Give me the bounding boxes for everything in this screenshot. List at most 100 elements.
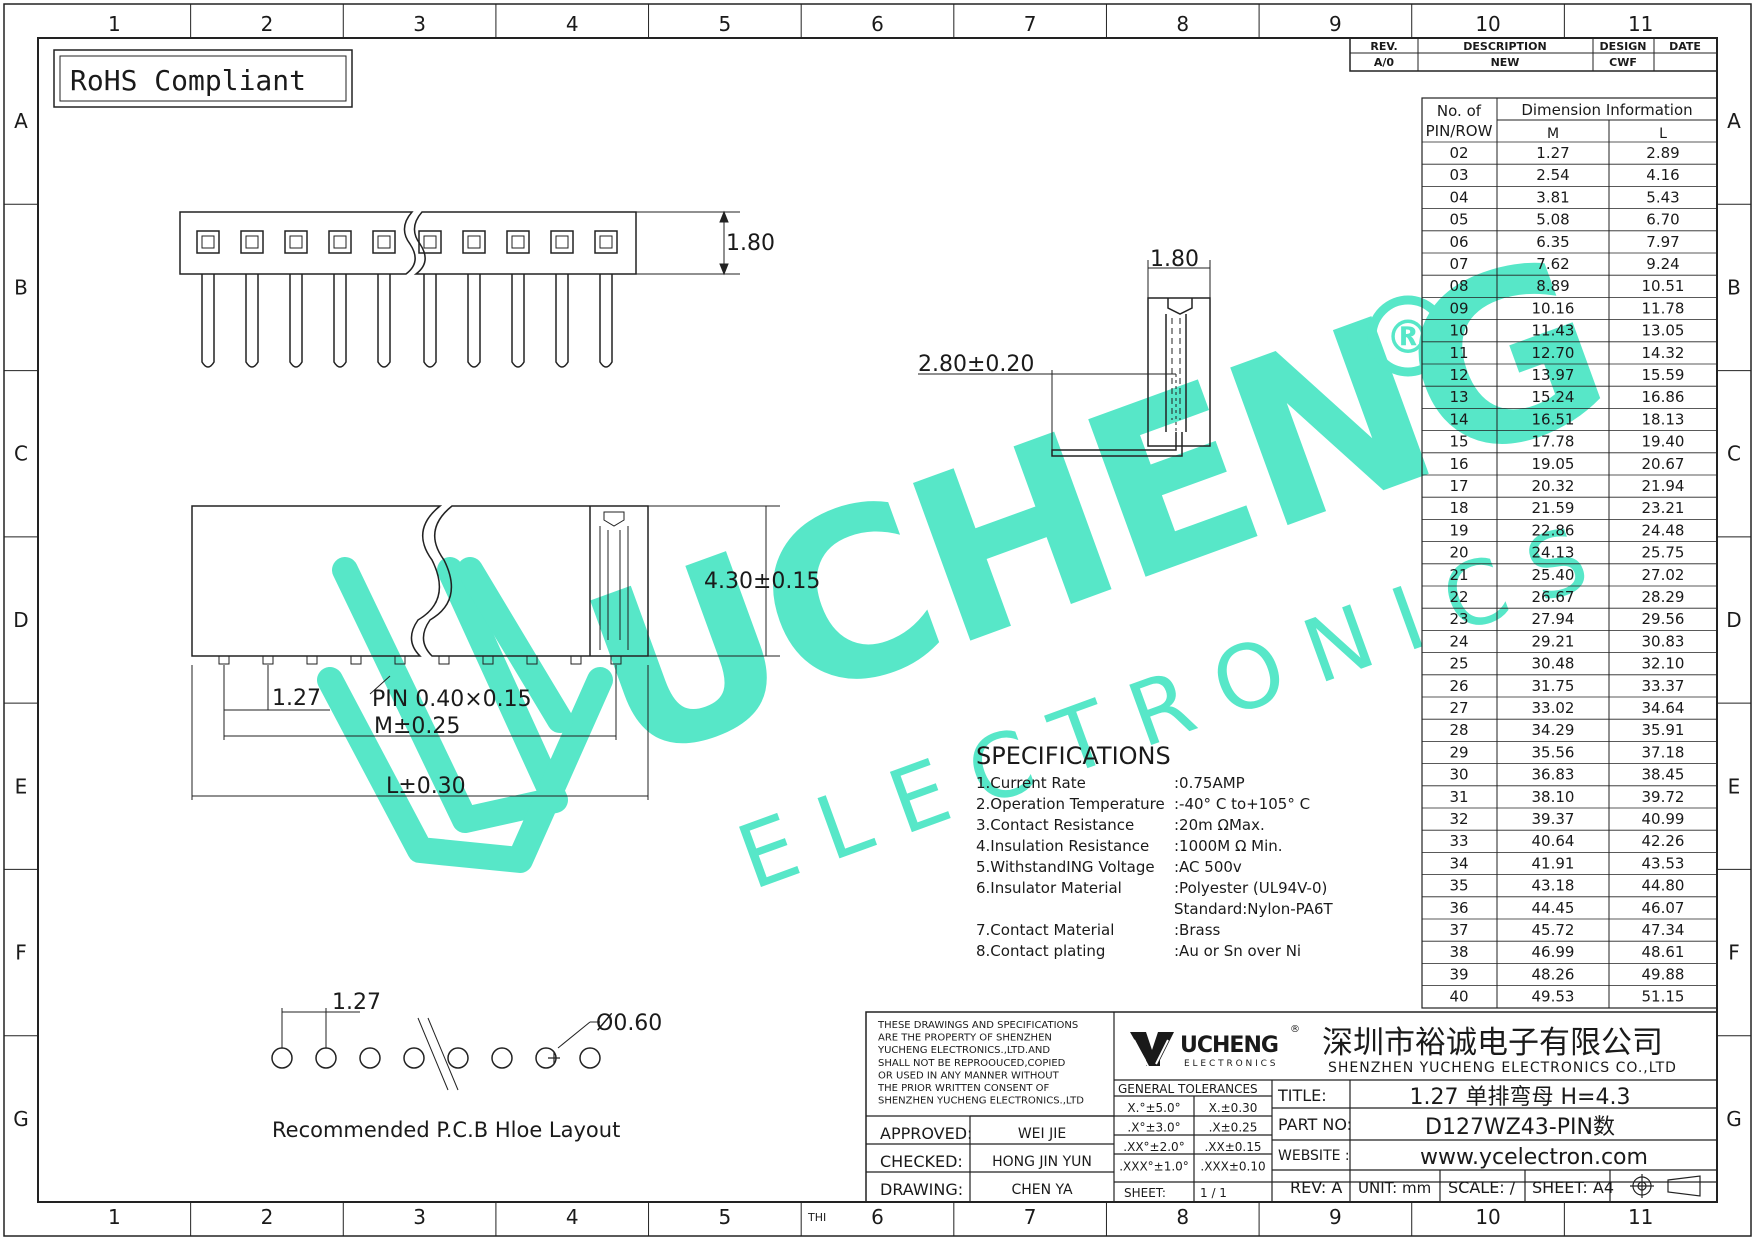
- table-cell-m: 12.70: [1532, 344, 1575, 362]
- watermark-emblem: [317, 557, 613, 873]
- table-cell-m: 8.89: [1536, 277, 1569, 295]
- part-value: D127WZ43-PIN数: [1425, 1115, 1615, 1140]
- col-label-top: 9: [1329, 12, 1342, 36]
- spec-label: 7.Contact Material: [976, 921, 1114, 939]
- col-label-top: 8: [1176, 12, 1189, 36]
- table-cell-pins: 26: [1449, 677, 1468, 695]
- table-cell-l: 6.70: [1646, 211, 1679, 229]
- table-cell-m: 27.94: [1532, 610, 1575, 628]
- col-label-top: 1: [108, 12, 121, 36]
- table-cell-pins: 16: [1449, 455, 1468, 473]
- table-cell-pins: 38: [1449, 943, 1468, 961]
- table-cell-l: 14.32: [1642, 344, 1685, 362]
- table-cell-pins: 03: [1449, 166, 1468, 184]
- table-cell-m: 45.72: [1532, 921, 1575, 939]
- top-height-dimension: [636, 210, 740, 276]
- table-header-m: M: [1547, 126, 1559, 142]
- pcb-caption: Recommended P.C.B Hloe Layout: [272, 1118, 620, 1142]
- table-cell-pins: 19: [1449, 521, 1468, 539]
- tolerance-linear: .X±0.25: [1209, 1121, 1258, 1135]
- table-cell-pins: 10: [1449, 322, 1468, 340]
- table-cell-m: 46.99: [1532, 943, 1575, 961]
- title-label: TITLE:: [1277, 1086, 1327, 1105]
- company-name-en: SHENZHEN YUCHENG ELECTRONICS CO.,LTD: [1328, 1060, 1677, 1076]
- table-cell-m: 5.08: [1536, 211, 1569, 229]
- table-cell-l: 7.97: [1646, 233, 1679, 251]
- table-cell-m: 7.62: [1536, 255, 1569, 273]
- table-cell-l: 46.07: [1642, 899, 1685, 917]
- table-cell-m: 40.64: [1532, 832, 1575, 850]
- date-header: DATE: [1669, 40, 1701, 53]
- spec-label: 8.Contact plating: [976, 942, 1105, 960]
- table-cell-l: 34.64: [1642, 699, 1685, 717]
- col-label-bottom: 7: [1024, 1205, 1037, 1229]
- scale-label: SCALE: /: [1448, 1178, 1516, 1197]
- table-cell-l: 35.91: [1642, 721, 1685, 739]
- table-cell-m: 1.27: [1536, 144, 1569, 162]
- website-value: www.ycelectron.com: [1420, 1145, 1648, 1170]
- pin-size-label: PIN 0.40×0.15: [372, 687, 532, 712]
- table-cell-l: 29.56: [1642, 610, 1685, 628]
- col-label-bottom: 6: [871, 1205, 884, 1229]
- table-cell-pins: 40: [1449, 988, 1468, 1006]
- spec-label: 6.Insulator Material: [976, 879, 1122, 897]
- table-cell-m: 2.54: [1536, 166, 1569, 184]
- table-cell-l: 27.02: [1642, 566, 1685, 584]
- top-view: [179, 211, 637, 368]
- spec-label: 4.Insulation Resistance: [976, 837, 1149, 855]
- tolerances-title: GENERAL TOLERANCES: [1118, 1082, 1258, 1096]
- row-label-right: A: [1727, 109, 1741, 133]
- col-label-bottom: 10: [1475, 1205, 1500, 1229]
- sheet-size-label: SHEET: A4: [1532, 1178, 1614, 1197]
- notice-line: THESE DRAWINGS AND SPECIFICATIONS: [877, 1020, 1078, 1031]
- specifications: SPECIFICATIONS 1.Current Rate:0.75AMP2.O…: [976, 742, 1334, 960]
- table-cell-pins: 23: [1449, 610, 1468, 628]
- table-cell-pins: 30: [1449, 766, 1468, 784]
- col-label-top: 6: [871, 12, 884, 36]
- col-label-top: 3: [413, 12, 426, 36]
- checked-value: HONG JIN YUN: [992, 1154, 1092, 1170]
- table-cell-pins: 05: [1449, 211, 1468, 229]
- table-cell-pins: 25: [1449, 655, 1468, 673]
- frame-bottom-mark: THI: [807, 1211, 826, 1224]
- col-label-bottom: 3: [413, 1205, 426, 1229]
- table-cell-l: 28.29: [1642, 588, 1685, 606]
- table-cell-l: 42.26: [1642, 832, 1685, 850]
- tolerance-linear: .XX±0.15: [1204, 1140, 1261, 1154]
- table-cell-m: 16.51: [1532, 410, 1575, 428]
- table-cell-pins: 04: [1449, 188, 1468, 206]
- tolerance-linear: X.±0.30: [1209, 1101, 1258, 1115]
- drawing-value: CHEN YA: [1011, 1182, 1073, 1198]
- col-label-top: 7: [1024, 12, 1037, 36]
- table-cell-pins: 15: [1449, 433, 1468, 451]
- row-label-left: C: [14, 442, 28, 466]
- table-cell-pins: 36: [1449, 899, 1468, 917]
- spec-label: 2.Operation Temperature: [976, 795, 1165, 813]
- table-cell-m: 49.53: [1532, 988, 1575, 1006]
- table-cell-m: 25.40: [1532, 566, 1575, 584]
- unit-label: UNIT: mm: [1358, 1179, 1431, 1197]
- row-label-left: D: [13, 608, 28, 632]
- side-width-label: 1.80: [1150, 247, 1199, 272]
- table-cell-m: 34.29: [1532, 721, 1575, 739]
- table-cell-m: 39.37: [1532, 810, 1575, 828]
- table-cell-m: 20.32: [1532, 477, 1575, 495]
- table-cell-l: 10.51: [1642, 277, 1685, 295]
- table-cell-l: 16.86: [1642, 388, 1685, 406]
- tolerance-angle: .XX°±2.0°: [1123, 1140, 1184, 1154]
- notice-line: SHENZHEN YUCHENG ELECTRONICS.,LTD: [878, 1096, 1084, 1107]
- table-cell-m: 33.02: [1532, 699, 1575, 717]
- table-cell-pins: 31: [1449, 788, 1468, 806]
- row-label-right: D: [1726, 608, 1741, 632]
- table-cell-pins: 08: [1449, 277, 1468, 295]
- table-cell-l: 18.13: [1642, 410, 1685, 428]
- notice-line: ARE THE PROPERTY OF SHENZHEN: [878, 1033, 1052, 1044]
- table-cell-pins: 33: [1449, 832, 1468, 850]
- table-cell-pins: 27: [1449, 699, 1468, 717]
- table-header-pin-line1: No. of: [1437, 102, 1482, 120]
- description-value: NEW: [1491, 56, 1520, 69]
- table-cell-pins: 17: [1449, 477, 1468, 495]
- table-cell-l: 32.10: [1642, 655, 1685, 673]
- drawing-label: DRAWING:: [880, 1180, 963, 1199]
